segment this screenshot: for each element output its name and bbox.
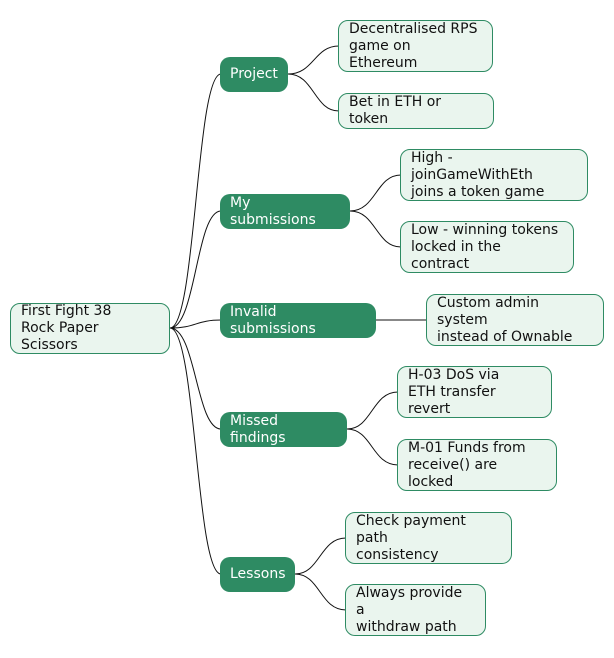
connector-lessons-leaf-2 xyxy=(294,573,347,611)
leaf-my-submissions-2: Low - winning tokens locked in the contr… xyxy=(400,221,574,273)
leaf-lessons-1: Check payment path consistency xyxy=(345,512,512,564)
connector-root-invalid xyxy=(169,319,222,329)
connector-my-submissions-leaf-1 xyxy=(349,174,402,212)
leaf-lessons-2: Always provide a withdraw path xyxy=(345,584,486,636)
connector-missed-leaf-1 xyxy=(346,391,399,430)
connector-lessons-leaf-1 xyxy=(294,537,347,575)
connector-root-project xyxy=(169,73,222,329)
connector-project-leaf-2 xyxy=(287,73,340,112)
connector-my-submissions-leaf-2 xyxy=(349,210,402,248)
branch-lessons: Lessons xyxy=(220,557,295,592)
leaf-project-1: Decentralised RPS game on Ethereum xyxy=(338,20,493,72)
leaf-project-2: Bet in ETH or token xyxy=(338,93,494,129)
leaf-invalid-1: Custom admin system instead of Ownable xyxy=(426,294,604,346)
branch-invalid-submissions: Invalid submissions xyxy=(220,303,376,338)
root-node: First Fight 38 Rock Paper Scissors xyxy=(10,303,170,354)
branch-missed-findings: Missed findings xyxy=(220,412,347,447)
connector-project-leaf-1 xyxy=(287,45,340,75)
connector-root-my-submissions xyxy=(169,210,222,329)
branch-my-submissions: My submissions xyxy=(220,194,350,229)
connector-root-lessons xyxy=(169,327,222,575)
connector-root-missed xyxy=(169,327,222,430)
leaf-my-submissions-1: High - joinGameWithEth joins a token gam… xyxy=(400,149,588,201)
leaf-missed-2: M-01 Funds from receive() are locked xyxy=(397,439,557,491)
branch-project: Project xyxy=(220,57,288,92)
leaf-missed-1: H-03 DoS via ETH transfer revert xyxy=(397,366,552,418)
connector-missed-leaf-2 xyxy=(346,428,399,466)
